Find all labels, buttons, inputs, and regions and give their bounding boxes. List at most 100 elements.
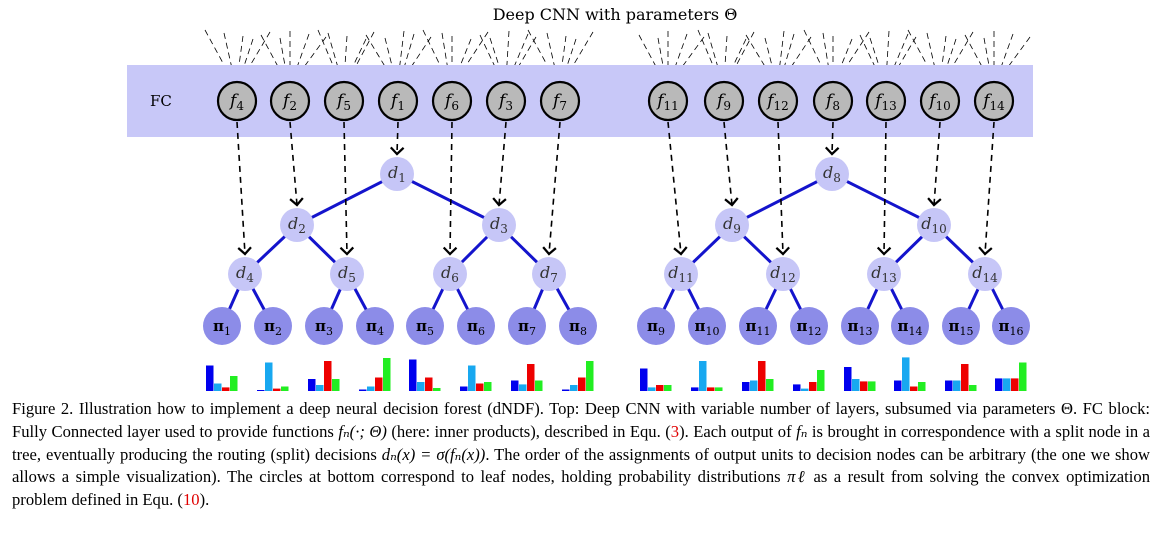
distribution-bar [640, 368, 648, 391]
split-node [280, 208, 314, 242]
cnn-connection-line [489, 37, 504, 81]
fn-to-split-arrow [876, 121, 892, 256]
distribution-bar [648, 387, 656, 391]
distribution-bar [969, 385, 977, 391]
distribution-bar [852, 379, 860, 391]
caption-math: fₙ [796, 421, 808, 441]
cnn-connection-line [869, 37, 884, 81]
distribution-bar [894, 380, 902, 391]
leaf-node [254, 307, 292, 345]
fn-to-split-arrow [492, 121, 507, 207]
distribution-bar [281, 386, 289, 391]
caption-text: ). [199, 490, 210, 510]
leaf-node [739, 307, 777, 345]
split-node [380, 157, 414, 191]
fn-to-split-arrow [824, 121, 840, 156]
fn-node [919, 80, 961, 122]
distribution-bar [265, 362, 273, 391]
distribution-bar [953, 380, 961, 391]
distribution-bar [817, 370, 825, 391]
fn-node [865, 80, 907, 122]
distribution-bar [945, 380, 953, 391]
leaf-node [790, 307, 828, 345]
cnn-connection-line [726, 38, 747, 81]
distribution-bar [656, 385, 664, 391]
distribution-bar [707, 387, 715, 391]
fn-to-split-arrow [236, 121, 252, 256]
equation-ref-link[interactable]: 10 [182, 490, 200, 510]
distribution-bar [425, 377, 433, 391]
distribution-bar [460, 386, 468, 391]
fn-node [431, 80, 473, 122]
distribution-bar [409, 359, 417, 391]
caption-math: fₙ(·; Θ) [338, 421, 387, 441]
cnn-connection-line [780, 33, 795, 81]
fn-to-split-arrow [442, 121, 458, 256]
distribution-bar [417, 382, 425, 391]
distribution-bar [801, 388, 809, 391]
distribution-bar [868, 381, 876, 391]
distribution-bar [910, 386, 918, 391]
distribution-bar [273, 388, 281, 391]
leaf-node [992, 307, 1030, 345]
distribution-bar [570, 385, 578, 391]
distribution-bar [766, 379, 774, 391]
distribution-bar [230, 376, 238, 391]
leaf-node [356, 307, 394, 345]
distribution-bar [664, 385, 672, 391]
equation-ref-link[interactable]: 3 [670, 421, 680, 441]
leaf-node [508, 307, 546, 345]
distribution-bar [961, 364, 969, 391]
tree-edge [831, 172, 935, 227]
distribution-bar [562, 389, 570, 391]
fn-to-split-arrow [289, 121, 304, 207]
fn-to-split-arrow [542, 121, 561, 256]
split-node [815, 157, 849, 191]
leaf-node [688, 307, 726, 345]
leaf-node [891, 307, 929, 345]
fn-to-split-arrow [978, 121, 995, 256]
cnn-connection-line [236, 35, 244, 81]
cnn-connection-line [835, 38, 853, 81]
fn-to-split-arrows [236, 121, 995, 256]
distribution-bar [860, 381, 868, 391]
distribution-bar [793, 384, 801, 391]
tree-edge [731, 172, 833, 227]
leaf-node [559, 307, 597, 345]
leaf-node [305, 307, 343, 345]
distribution-bar [742, 382, 750, 391]
cnn-connection-line [454, 38, 472, 81]
leaf-distributions [206, 357, 1027, 391]
cnn-connection-line [822, 32, 831, 81]
distribution-bar [375, 377, 383, 391]
split-node [766, 257, 800, 291]
distribution-bar [586, 361, 594, 391]
distribution-bar [995, 378, 1003, 391]
fn-to-split-arrow [667, 121, 688, 256]
distribution-bar [308, 379, 316, 391]
distribution-bar [1011, 378, 1019, 391]
distribution-bar [206, 365, 214, 391]
fn-node [485, 80, 527, 122]
caption-math: dₙ(x) = σ(fₙ(x)) [381, 444, 486, 464]
tree-edge [396, 172, 500, 227]
fn-node [757, 80, 799, 122]
tree-edge [296, 172, 398, 227]
split-node [482, 208, 516, 242]
split-node [228, 257, 262, 291]
distribution-bar [691, 387, 699, 391]
fn-to-split-arrow [927, 121, 942, 207]
split-node [867, 257, 901, 291]
cnn-connection-line [441, 32, 450, 81]
distribution-bar [367, 386, 375, 391]
fc-label: FC [150, 92, 172, 110]
distribution-bar [578, 377, 586, 391]
distribution-bar [902, 357, 910, 391]
split-node [917, 208, 951, 242]
distribution-bar [511, 380, 519, 391]
distribution-bar [527, 364, 535, 391]
distribution-bar [844, 367, 852, 391]
